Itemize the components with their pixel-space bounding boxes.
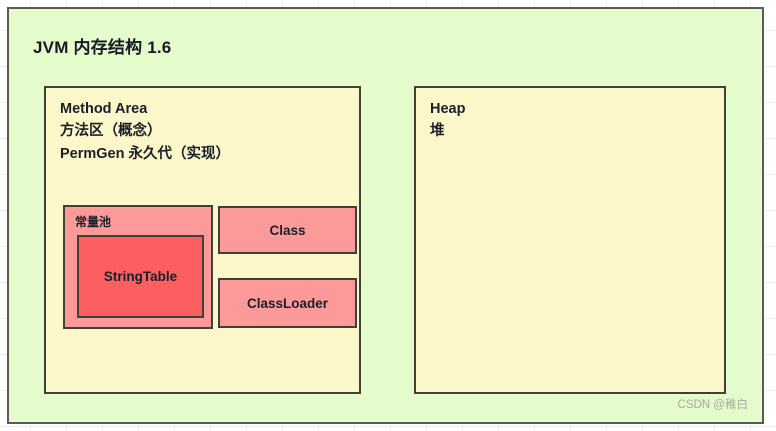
method-area-heading-line-3: PermGen 永久代（实现） (60, 145, 230, 162)
method-area-heading: Method Area 方法区（概念） PermGen 永久代（实现） (60, 98, 230, 165)
method-area-heading-line-1: Method Area (60, 101, 148, 117)
class-box: Class (218, 206, 357, 254)
constant-pool-box: 常量池 StringTable (63, 205, 213, 329)
class-label: Class (269, 222, 306, 238)
stringtable-box: StringTable (77, 235, 204, 318)
watermark: CSDN @稚白 (677, 399, 748, 411)
classloader-box: ClassLoader (218, 278, 357, 328)
method-area-box: Method Area 方法区（概念） PermGen 永久代（实现） 常量池 … (44, 86, 361, 394)
stringtable-label: StringTable (103, 269, 178, 284)
heap-heading-line-1: Heap (430, 101, 466, 117)
constant-pool-label: 常量池 (75, 215, 112, 229)
page-title: JVM 内存结构 1.6 (33, 38, 172, 57)
method-area-heading-line-2: 方法区（概念） (60, 123, 162, 140)
heap-box: Heap 堆 (414, 86, 726, 394)
classloader-label: ClassLoader (246, 295, 329, 311)
heap-heading: Heap 堆 (430, 98, 465, 143)
jvm-memory-diagram-panel: JVM 内存结构 1.6 Method Area 方法区（概念） PermGen… (7, 7, 764, 424)
heap-heading-line-2: 堆 (430, 123, 445, 140)
